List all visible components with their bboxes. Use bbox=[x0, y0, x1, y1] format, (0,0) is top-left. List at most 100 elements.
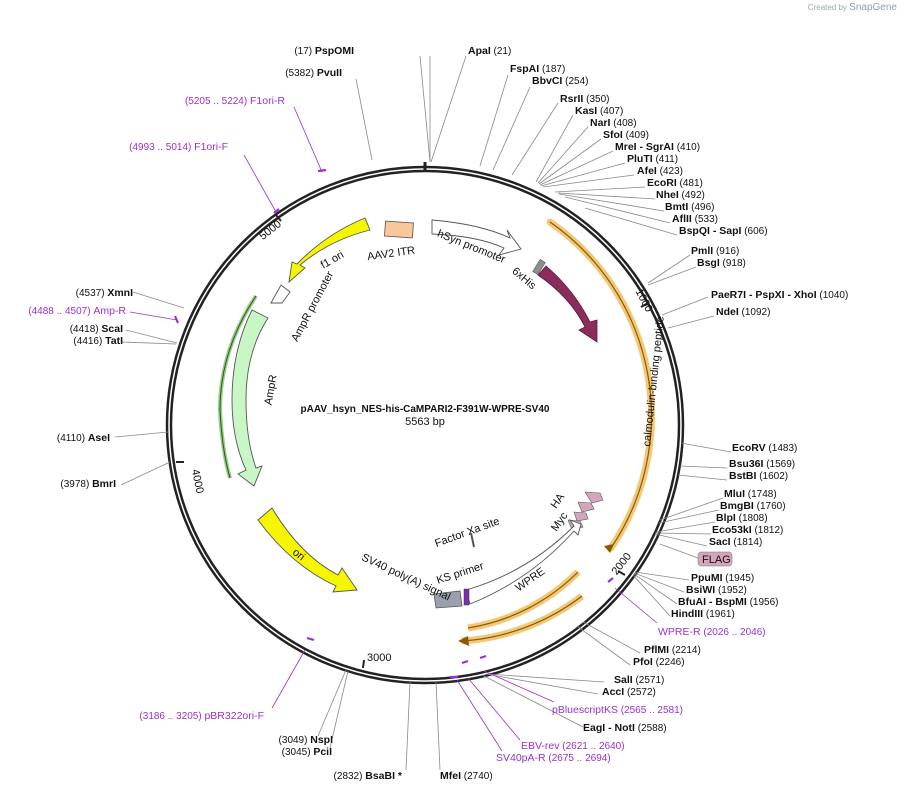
enzyme-name: PspOMI bbox=[315, 45, 354, 57]
enzyme-name: ScaI bbox=[101, 323, 123, 335]
enzyme-label: PaeR7I - PspXI - XhoI (1040) bbox=[711, 289, 848, 301]
enzyme-position: (1092) bbox=[739, 307, 771, 318]
enzyme-position: (2214) bbox=[669, 645, 701, 656]
primer-label: (5205 .. 5224) F1ori-R bbox=[185, 95, 285, 107]
primer-name: F1ori-F bbox=[194, 141, 228, 153]
primer-name: WPRE-R bbox=[658, 626, 701, 638]
primer-name: Amp-R bbox=[93, 305, 126, 317]
primer-marks bbox=[173, 168, 614, 679]
ampr-promoter-label: AmpR promoter bbox=[289, 269, 336, 343]
calmodulin-feature bbox=[537, 265, 598, 343]
enzyme-position: (423) bbox=[657, 166, 683, 177]
enzyme-name: BsaBI * bbox=[365, 770, 403, 782]
enzyme-name: KasI bbox=[575, 105, 597, 117]
tick-3000: 3000 bbox=[362, 652, 391, 669]
enzyme-position: (1760) bbox=[754, 501, 786, 512]
enzyme-position: (4416) bbox=[73, 336, 105, 347]
enzyme-label: BsiWI (1952) bbox=[686, 584, 747, 596]
enzyme-name: BfuAI - BspMI bbox=[678, 596, 747, 608]
enzyme-name: BspQI - SapI bbox=[679, 225, 742, 237]
enzyme-label: BspQI - SapI (606) bbox=[679, 225, 768, 237]
ampr-promoter-feature bbox=[270, 284, 291, 304]
enzyme-position: (408) bbox=[610, 118, 636, 129]
enzyme-name: SalI bbox=[614, 674, 633, 686]
enzyme-name: SfoI bbox=[603, 129, 623, 141]
enzyme-position: (407) bbox=[597, 106, 623, 117]
enzyme-name: AflII bbox=[672, 213, 692, 225]
enzyme-name: MluI bbox=[724, 488, 745, 500]
enzyme-position: (4537) bbox=[76, 288, 108, 299]
enzyme-name: BmtI bbox=[665, 201, 688, 213]
enzyme-label: AflII (533) bbox=[672, 213, 718, 225]
cbp-label: calmodulin-binding peptide bbox=[641, 316, 667, 447]
enzyme-name: AfeI bbox=[637, 165, 657, 177]
enzyme-position: (1812) bbox=[752, 525, 784, 536]
enzyme-name: NarI bbox=[590, 117, 611, 129]
primer-range: (2675 .. 2694) bbox=[546, 753, 611, 764]
ampr-label: AmpR bbox=[263, 374, 280, 406]
orf-highlight-outer-line bbox=[549, 221, 653, 549]
enzyme-label: NdeI (1092) bbox=[716, 306, 770, 318]
enzyme-name: EcoRI bbox=[647, 177, 677, 189]
enzyme-name: BmrI bbox=[92, 478, 116, 490]
ks-primer-mark bbox=[463, 588, 470, 606]
enzyme-label: (4418) ScaI bbox=[70, 323, 123, 335]
enzyme-label: BfuAI - BspMI (1956) bbox=[678, 596, 779, 608]
enzyme-name: PflMI bbox=[644, 644, 669, 656]
flag-label: FLAG bbox=[702, 554, 731, 566]
ks-primer-label: KS primer bbox=[435, 560, 486, 587]
enzyme-name: Bsu36I bbox=[729, 458, 764, 470]
primer-label: (4993 .. 5014) F1ori-F bbox=[129, 141, 228, 153]
enzyme-name: MreI - SgrAI bbox=[615, 141, 674, 153]
enzyme-position: (1040) bbox=[817, 290, 849, 301]
snapgene-credit: Created by SnapGene bbox=[808, 2, 897, 13]
enzyme-position: (2832) bbox=[334, 771, 366, 782]
enzyme-label: AfeI (423) bbox=[637, 165, 683, 177]
enzyme-name: BsiWI bbox=[686, 584, 715, 596]
enzyme-name: PluTI bbox=[627, 153, 653, 165]
his-tag-feature bbox=[532, 259, 546, 275]
primer-name: pBluescriptKS bbox=[552, 704, 618, 716]
enzyme-position: (1808) bbox=[736, 513, 768, 524]
primer-range: (4488 .. 4507) bbox=[28, 306, 93, 317]
tick-label-3000: 3000 bbox=[367, 652, 391, 664]
enzyme-label: (3978) BmrI bbox=[60, 478, 116, 490]
enzyme-name: AccI bbox=[602, 686, 624, 698]
enzyme-label: HindIII (1961) bbox=[671, 608, 735, 620]
enzyme-position: (2571) bbox=[633, 675, 665, 686]
enzyme-position: (2572) bbox=[624, 687, 656, 698]
enzyme-position: (1483) bbox=[766, 443, 798, 454]
plasmid-name: pAAV_hsyn_NES-his-CaMPARI2-F391W-WPRE-SV… bbox=[301, 404, 550, 415]
enzyme-position: (492) bbox=[679, 190, 705, 201]
primer-range: (2026 .. 2046) bbox=[701, 627, 766, 638]
enzyme-position: (409) bbox=[623, 130, 649, 141]
enzyme-label: SacI (1814) bbox=[709, 536, 762, 548]
polya-feature bbox=[433, 590, 463, 609]
enzyme-name: NdeI bbox=[716, 306, 739, 318]
primer-label: (3186 .. 3205) pBR322ori-F bbox=[139, 710, 264, 722]
f1-ori-feature bbox=[288, 217, 371, 284]
myc-label: Myc bbox=[549, 510, 571, 534]
enzyme-label: Bsu36I (1569) bbox=[729, 458, 795, 470]
enzyme-name: XmnI bbox=[107, 287, 133, 299]
enzyme-position: (17) bbox=[294, 46, 315, 57]
enzyme-label: PluTI (411) bbox=[627, 153, 678, 165]
enzyme-name: NheI bbox=[656, 189, 679, 201]
enzyme-label: NheI (492) bbox=[656, 189, 705, 201]
enzyme-position: (3045) bbox=[282, 747, 314, 758]
orf-highlight-inner-2 bbox=[461, 593, 585, 645]
enzyme-position: (606) bbox=[741, 226, 767, 237]
enzyme-name: BbvCI bbox=[532, 75, 562, 87]
enzyme-label: (4537) XmnI bbox=[76, 287, 133, 299]
wpre-feature bbox=[465, 519, 582, 605]
enzyme-name: AseI bbox=[88, 432, 110, 444]
primer-range: (3186 .. 3205) bbox=[139, 711, 204, 722]
enzyme-position: (918) bbox=[720, 258, 746, 269]
tick-4000: 4000 bbox=[176, 461, 206, 495]
tag-feature-3 bbox=[573, 511, 589, 522]
enzyme-label: FspAI (187) bbox=[510, 63, 565, 75]
enzyme-label: Eco53kI (1812) bbox=[712, 524, 783, 536]
primer-name: SV40pA-R bbox=[496, 752, 546, 764]
primer-range: (5205 .. 5224) bbox=[185, 96, 250, 107]
tick-1000: 1000 bbox=[633, 287, 655, 314]
